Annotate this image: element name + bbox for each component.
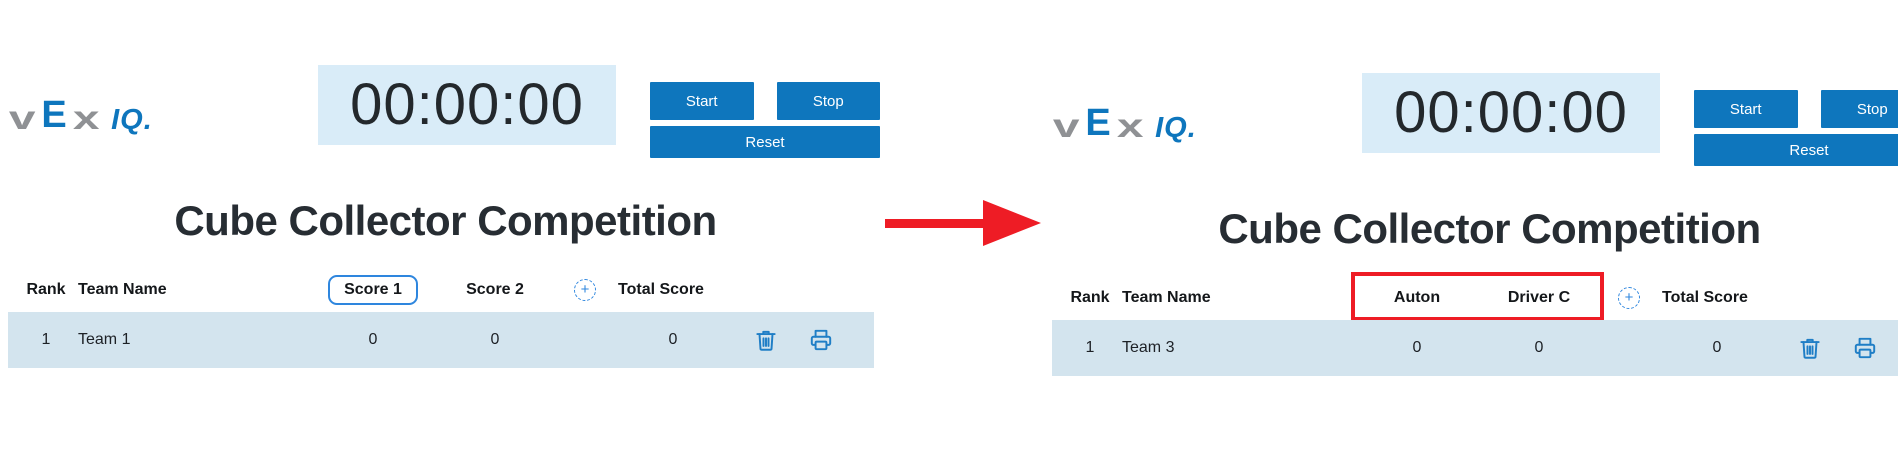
vex-iq-logo: v E x IQ. (9, 94, 153, 136)
table-row: 1 Team 1 0 0 0 (8, 312, 874, 368)
vex-iq-logo: v E x IQ. (1053, 102, 1197, 144)
scoreboard-panel-after: v E x IQ. 00:00:00 Start Stop Reset Cube… (1052, 68, 1898, 383)
timer-controls: Start Stop Reset (650, 82, 880, 158)
header-team-name: Team Name (78, 281, 167, 298)
trash-icon (756, 330, 776, 351)
stop-button[interactable]: Stop (776, 82, 880, 120)
delete-row-button[interactable] (752, 326, 780, 354)
row-score1-value[interactable]: 0 (1412, 339, 1422, 356)
header-score2-field[interactable]: Score 2 (466, 281, 524, 298)
row-team-name[interactable]: Team 3 (1122, 339, 1175, 356)
row-rank: 1 (41, 331, 51, 348)
row-rank: 1 (1085, 339, 1095, 356)
table-header-row: Rank Team Name Auton Driver C + Total Sc… (1052, 272, 1898, 321)
row-total-value: 0 (668, 331, 678, 348)
printer-icon (810, 329, 832, 351)
timer-display: 00:00:00 (318, 65, 616, 145)
header-total-score: Total Score (1662, 289, 1748, 306)
page-title: Cube Collector Competition (1218, 205, 1761, 252)
add-column-icon[interactable]: + (574, 279, 596, 301)
header-score2-field[interactable]: Driver C (1507, 289, 1571, 306)
header-team-name: Team Name (1122, 289, 1211, 306)
reset-button[interactable]: Reset (1694, 134, 1898, 166)
header-score1-field[interactable]: Auton (1393, 289, 1441, 306)
header-score1-field[interactable]: Score 1 (320, 272, 426, 308)
header-rank: Rank (26, 281, 66, 298)
logo-letter-v: v (1052, 107, 1080, 144)
start-button[interactable]: Start (1694, 90, 1798, 128)
row-score1-value[interactable]: 0 (368, 331, 378, 348)
table-row: 1 Team 3 0 0 0 (1052, 320, 1898, 376)
add-column-control[interactable]: + (574, 272, 596, 308)
trash-icon (1800, 338, 1820, 359)
row-team-name[interactable]: Team 1 (78, 331, 131, 348)
reset-button[interactable]: Reset (650, 126, 880, 158)
printer-icon (1854, 337, 1876, 359)
header-rank: Rank (1070, 289, 1110, 306)
logo-letter-v: v (8, 99, 36, 136)
arrow-shaft (885, 219, 985, 228)
logo-letter-x: x (1116, 107, 1144, 144)
row-total-value: 0 (1712, 339, 1722, 356)
row-score2-value[interactable]: 0 (1534, 339, 1544, 356)
header-total-score: Total Score (618, 281, 704, 298)
add-column-icon[interactable]: + (1618, 287, 1640, 309)
print-row-button[interactable] (1851, 334, 1879, 362)
logo-letter-e: E (1085, 102, 1111, 144)
add-column-control[interactable]: + (1618, 280, 1640, 316)
timer-display: 00:00:00 (1362, 73, 1660, 153)
logo-letter-x: x (72, 99, 100, 136)
logo-letter-e: E (41, 94, 67, 136)
page-title: Cube Collector Competition (174, 197, 717, 244)
print-row-button[interactable] (807, 326, 835, 354)
delete-row-button[interactable] (1796, 334, 1824, 362)
table-header-row: Rank Team Name Score 1 Score 2 + Total S… (8, 272, 874, 308)
stop-button[interactable]: Stop (1820, 90, 1898, 128)
transition-arrow (885, 200, 1041, 246)
logo-iq-mark: IQ. (111, 104, 153, 136)
logo-iq-mark: IQ. (1155, 112, 1197, 144)
score1-editable-box[interactable]: Score 1 (328, 275, 418, 305)
scoreboard-panel-before: v E x IQ. 00:00:00 Start Stop Reset Cube… (8, 60, 883, 375)
timer-controls: Start Stop Reset (1694, 90, 1898, 166)
start-button[interactable]: Start (650, 82, 754, 120)
arrow-head (983, 200, 1041, 246)
row-score2-value[interactable]: 0 (490, 331, 500, 348)
